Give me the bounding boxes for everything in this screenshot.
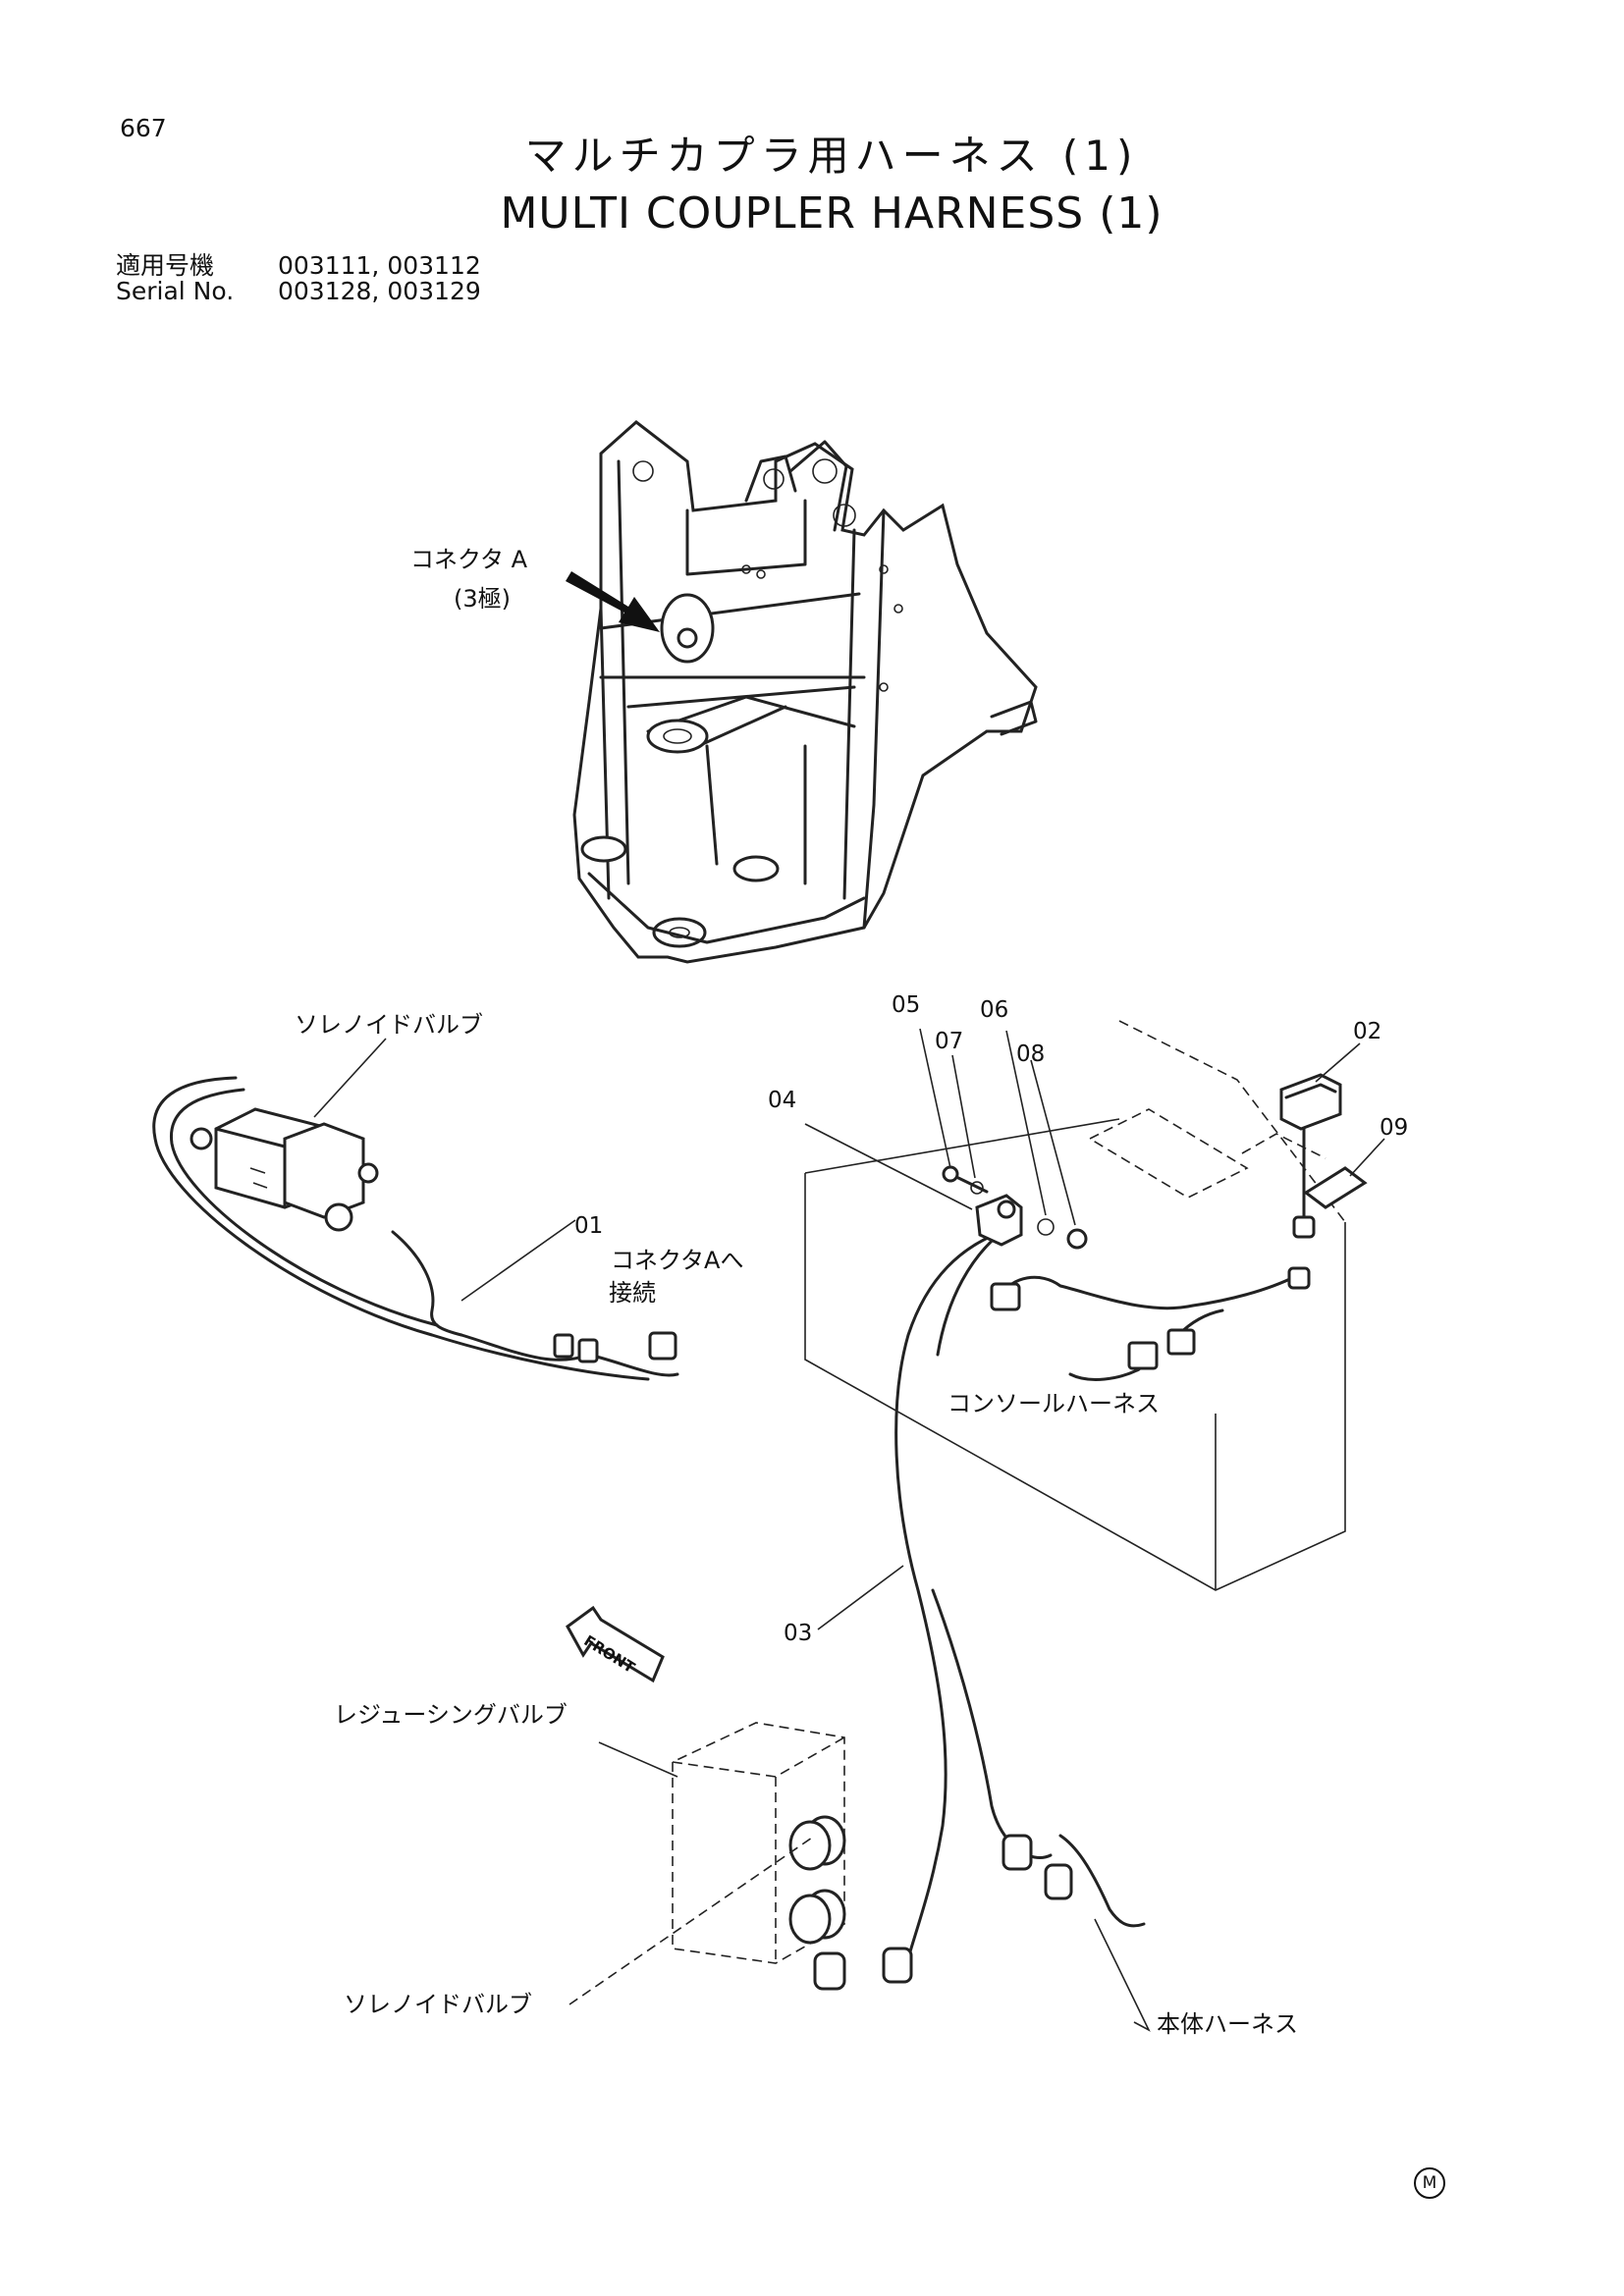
part-number-05: 05 (892, 992, 921, 1018)
connector-a-poles-label: (3極) (454, 585, 511, 613)
connect-to-a-label: コネクタAへ (611, 1247, 744, 1274)
page-title-japanese: マルチカプラ用ハーネス (1) (524, 132, 1139, 180)
part-number-01: 01 (574, 1213, 604, 1239)
reducing-valve-label: レジューシングバルブ (334, 1701, 568, 1729)
coupler-frame-illustration (572, 420, 1038, 964)
serial-values-row-1: 003111, 003112 (278, 251, 481, 280)
console-harness-label: コンソールハーネス (947, 1390, 1160, 1417)
serial-label-english: Serial No. (116, 277, 235, 305)
serial-values-row-2: 003128, 003129 (278, 277, 481, 305)
connector-a-arrow (566, 571, 660, 632)
page-title-english: MULTI COUPLER HARNESS (1) (500, 188, 1164, 239)
page-number: 667 (120, 114, 167, 142)
part-number-09: 09 (1380, 1115, 1409, 1141)
corner-mark: M (1414, 2167, 1445, 2199)
serial-label-japanese: 適用号機 (116, 251, 215, 280)
connect-label: 接続 (609, 1279, 656, 1307)
part-number-08: 08 (1016, 1041, 1046, 1067)
part-number-06: 06 (980, 997, 1009, 1023)
solenoid-valve-label-bottom: ソレノイドバルブ (344, 1991, 532, 2018)
console-box-illustration (804, 1020, 1346, 1591)
part-number-04: 04 (768, 1088, 797, 1113)
part-number-03: 03 (784, 1621, 813, 1646)
reducing-valve-illustration (672, 1722, 846, 1991)
leader-lines (313, 1028, 1385, 2032)
part-number-02: 02 (1353, 1019, 1382, 1044)
main-harness-label: 本体ハーネス (1157, 2010, 1298, 2038)
solenoid-valve-harness-illustration (152, 1076, 679, 1381)
connector-a-label: コネクタ A (410, 546, 528, 573)
console-harness-illustration (882, 1230, 1311, 1984)
part-number-07: 07 (935, 1029, 964, 1054)
front-direction-arrow (566, 1605, 665, 1683)
switch-bracket-illustration (942, 1073, 1368, 1250)
solenoid-valve-label-top: ソレノイドバルブ (295, 1011, 483, 1039)
